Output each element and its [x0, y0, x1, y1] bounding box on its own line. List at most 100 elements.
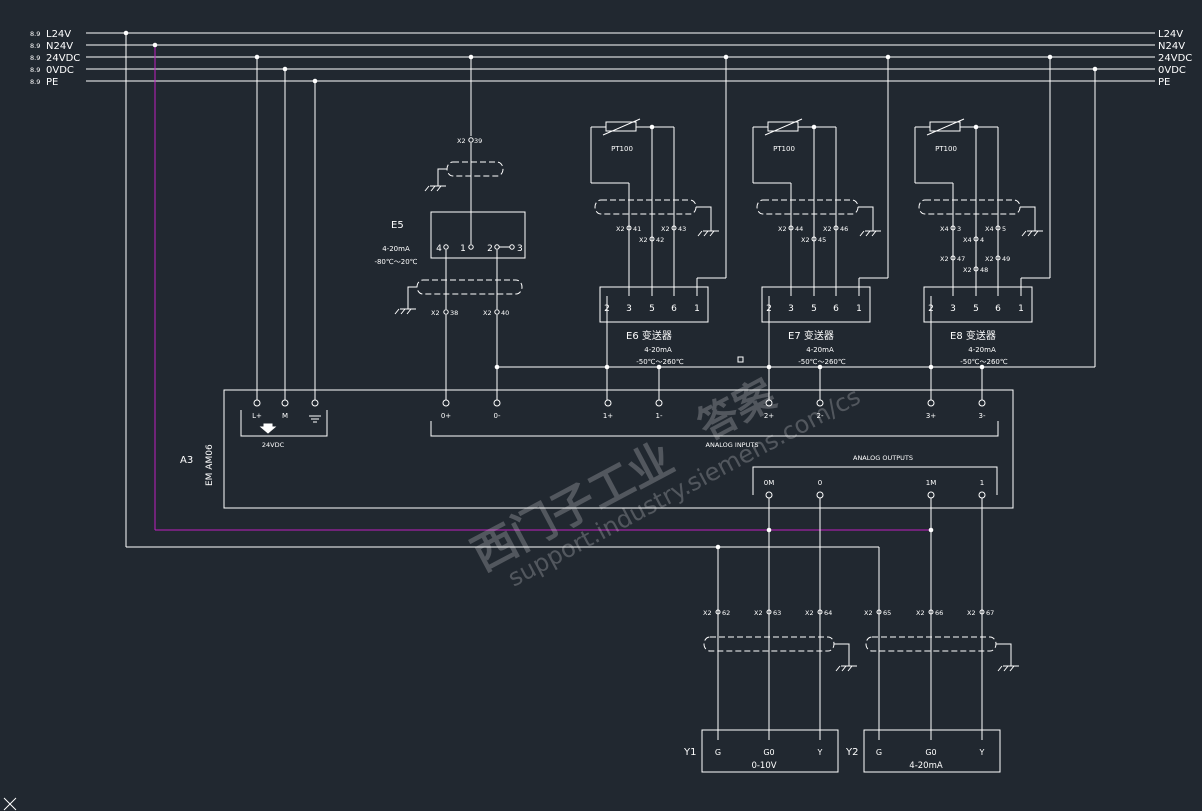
terminal-label: X4	[963, 236, 972, 244]
terminal-circle	[649, 236, 655, 242]
terminal-label: X4	[985, 225, 994, 233]
wires	[86, 32, 1155, 740]
actuator-pin-label: Y	[817, 748, 823, 757]
ground-icon	[697, 230, 719, 237]
pt100-arrow	[764, 118, 803, 136]
terminal-circle	[626, 225, 632, 231]
sensor-label: PT100	[611, 145, 633, 153]
power-bracket	[240, 410, 328, 437]
ground-icon	[859, 230, 881, 237]
ground-icon	[1021, 230, 1043, 237]
input-label: 3+	[926, 412, 936, 420]
transmitter-box	[761, 286, 871, 323]
transmitter-tag: E8 变送器	[950, 329, 996, 342]
transmitter-pin-label: 2	[604, 304, 610, 314]
transmitter-box	[923, 286, 1033, 323]
junction-dot	[928, 364, 934, 370]
terminal-label: X2	[823, 225, 832, 233]
input-terminal	[978, 399, 986, 407]
e5-spec1: 4-20mA	[382, 245, 410, 253]
input-label: 2+	[764, 412, 774, 420]
terminal-label: X2	[431, 309, 440, 317]
power-label: L+	[252, 412, 262, 420]
cable-shield	[416, 279, 523, 295]
junction-dot	[282, 66, 288, 72]
terminal-label: 65	[883, 609, 891, 617]
input-label: 1+	[603, 412, 613, 420]
output-label: 1	[980, 479, 984, 487]
outputs-bracket	[752, 466, 998, 495]
ground-icon	[309, 415, 321, 423]
input-label: 2-	[817, 412, 824, 420]
transmitter-tag: E7 变送器	[788, 329, 834, 342]
terminal-label: 67	[986, 609, 994, 617]
output-terminal-strip	[715, 609, 721, 615]
cable-shield	[594, 199, 697, 215]
sensor-label: PT100	[935, 145, 957, 153]
terminal-label: X2	[963, 266, 972, 274]
output-terminal	[765, 491, 773, 499]
terminal-circle	[995, 225, 1001, 231]
terminal-x2-39	[468, 137, 474, 143]
junction-dot	[468, 54, 474, 60]
junction-dot	[312, 78, 318, 84]
module-power-terminal	[253, 399, 261, 407]
symbols	[3, 118, 1043, 811]
actuator-ref: Y2	[845, 747, 858, 758]
transmitter-pin-label: 1	[856, 304, 862, 314]
terminal-label: 48	[980, 266, 988, 274]
junction-dot	[979, 364, 985, 370]
output-terminal-strip	[766, 609, 772, 615]
terminal-circle	[509, 244, 515, 250]
rail-label-right: 0VDC	[1158, 65, 1186, 76]
rail-ref: 8.9	[30, 78, 40, 86]
rail-label-right: L24V	[1158, 29, 1183, 40]
input-terminal	[765, 399, 773, 407]
input-label: 0-	[494, 412, 501, 420]
terminal-circle	[494, 309, 500, 315]
transmitter-spec2: -50℃～260℃	[960, 358, 1008, 366]
e5-pin-label: 4	[436, 244, 442, 254]
module-box	[223, 389, 1014, 509]
rail-ref: 8.9	[30, 42, 40, 50]
cable-shield-drain	[407, 286, 417, 309]
terminal-label: 38	[450, 309, 458, 317]
cable-shield-drain	[858, 206, 874, 231]
cable-shield-drain	[437, 168, 447, 186]
input-terminal	[604, 399, 612, 407]
e5-pin-label: 2	[487, 244, 493, 254]
transmitter-pin-label: 5	[811, 304, 817, 314]
junction-dot	[766, 364, 772, 370]
terminal-label: X2	[754, 609, 763, 617]
output-terminal	[978, 491, 986, 499]
terminal-circle	[494, 244, 500, 250]
transmitter-spec2: -50℃～260℃	[636, 358, 684, 366]
e5-pin-label: 3	[517, 244, 523, 254]
inputs-caption: ANALOG INPUTS	[706, 441, 759, 449]
terminal-label: 3	[957, 225, 961, 233]
terminal-circle	[833, 225, 839, 231]
input-terminal	[655, 399, 663, 407]
terminal-label: 46	[840, 225, 848, 233]
input-terminal	[816, 399, 824, 407]
input-label: 1-	[656, 412, 663, 420]
transmitter-pin-label: 5	[973, 304, 979, 314]
terminal-label: X4	[940, 225, 949, 233]
terminal-label: X2	[864, 609, 873, 617]
cable-shield	[446, 161, 504, 177]
cable-shield	[865, 636, 997, 652]
junction-dot	[604, 364, 610, 370]
junction-dots	[123, 30, 1098, 550]
terminal-label: X2	[940, 255, 949, 263]
pt100-resistor	[605, 121, 637, 132]
transmitter-box	[599, 286, 709, 323]
cable-shield-drain	[996, 643, 1012, 666]
terminal-label: X2	[778, 225, 787, 233]
terminal-label: 62	[722, 609, 730, 617]
actuator-ref: Y1	[683, 747, 696, 758]
junction-dot	[973, 124, 979, 130]
sensor-label: PT100	[773, 145, 795, 153]
